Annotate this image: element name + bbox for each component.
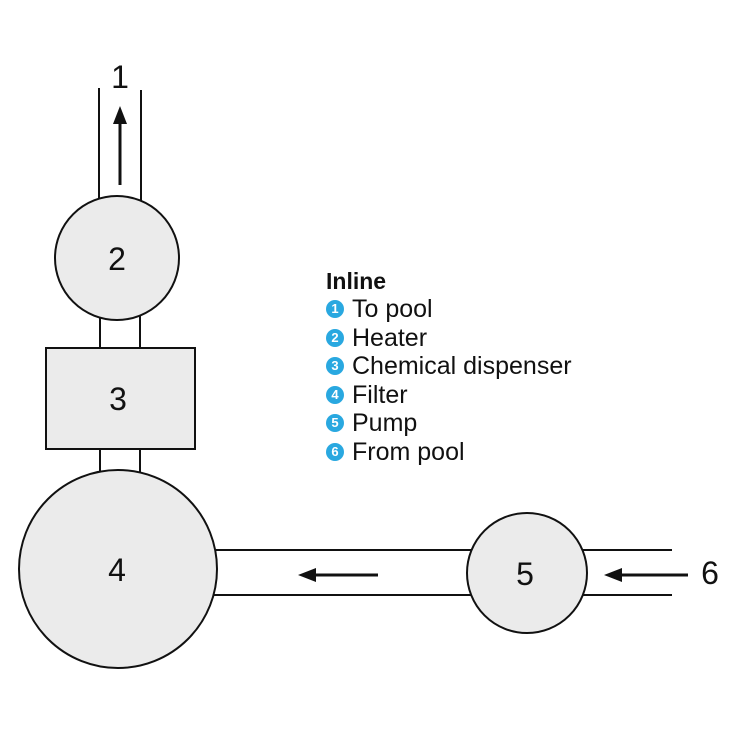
chemical-dispenser-box	[45, 347, 196, 450]
heater-circle	[54, 195, 180, 321]
pump-to-filter-flow-arrow	[298, 568, 378, 582]
legend-number-badge: 5	[326, 414, 344, 433]
legend: Inline 1 To pool 2 Heater 3 Chemical dis…	[326, 267, 572, 466]
legend-item-chemical-dispenser: 3 Chemical dispenser	[326, 352, 572, 381]
legend-item-label: From pool	[352, 437, 465, 466]
filter-number: 4	[108, 552, 126, 588]
legend-number-badge: 6	[326, 442, 344, 461]
legend-title: Inline	[326, 268, 387, 294]
legend-item-to-pool: 1 To pool	[326, 295, 572, 324]
chemical-dispenser-number: 3	[109, 381, 127, 417]
from-pool-number: 6	[701, 555, 719, 591]
legend-item-label: Chemical dispenser	[352, 352, 572, 380]
legend-item-pump: 5 Pump	[326, 409, 572, 438]
legend-number-badge: 3	[326, 357, 344, 376]
legend-item-label: Filter	[352, 380, 408, 409]
inlet-flow-arrow	[604, 568, 688, 582]
legend-item-label: To pool	[352, 295, 433, 323]
pump-number: 5	[516, 556, 534, 592]
legend-number-badge: 4	[326, 385, 344, 404]
outlet-flow-arrow	[113, 106, 127, 185]
filter-circle	[18, 469, 218, 669]
legend-number-badge: 1	[326, 300, 344, 319]
legend-item-label: Pump	[352, 409, 418, 437]
pipe-pump-to-filter	[210, 549, 472, 596]
legend-number-badge: 2	[326, 328, 344, 347]
legend-item-from-pool: 6 From pool	[326, 438, 572, 467]
pump-circle	[466, 512, 588, 634]
to-pool-number: 1	[111, 59, 129, 95]
legend-item-filter: 4 Filter	[326, 381, 572, 410]
heater-number: 2	[108, 241, 126, 277]
legend-item-heater: 2 Heater	[326, 324, 572, 353]
legend-item-label: Heater	[352, 323, 428, 352]
outlet-pipe	[98, 88, 142, 203]
inlet-pipe	[583, 549, 672, 596]
